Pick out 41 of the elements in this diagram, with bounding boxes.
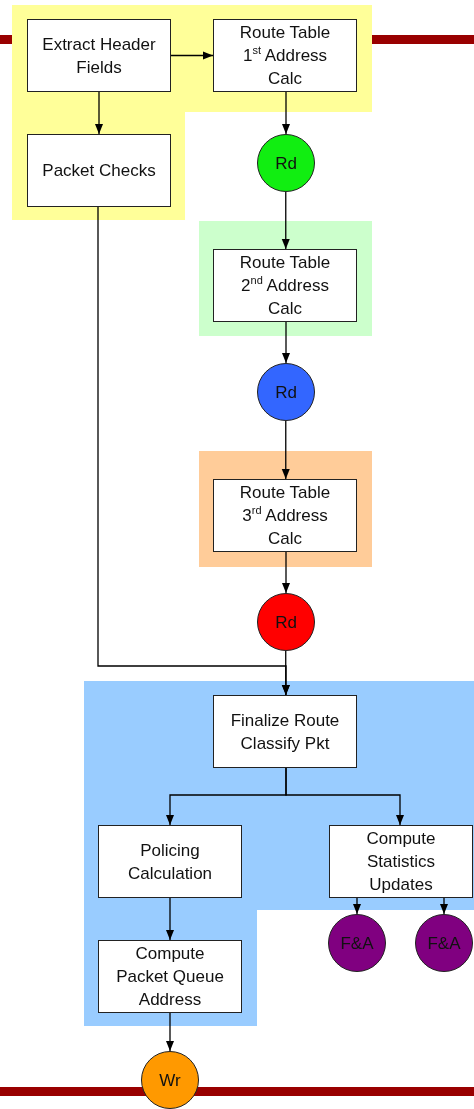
arrow bbox=[166, 1012, 174, 1052]
arrow bbox=[97, 206, 290, 696]
node-label: Packet Checks bbox=[42, 160, 156, 182]
arrow bbox=[166, 897, 174, 941]
node-label: Route Table 2$^{nd}$ Address Calc bbox=[238, 252, 332, 320]
process-box bbox=[27, 134, 171, 207]
arrow bbox=[170, 51, 214, 60]
process-box bbox=[213, 19, 357, 92]
arrow bbox=[281, 420, 290, 480]
node-label: Finalize Route Classify Pkt bbox=[229, 709, 341, 755]
arrow bbox=[440, 897, 448, 915]
highlight-region bbox=[12, 5, 372, 220]
node-label: F&A bbox=[427, 932, 461, 955]
process-box bbox=[213, 479, 357, 552]
node-label: Extract Header Fields bbox=[41, 33, 157, 79]
arrow bbox=[282, 551, 290, 594]
highlight-region bbox=[84, 681, 474, 1026]
node-label: Rd bbox=[275, 152, 297, 175]
node-label: Rd bbox=[275, 611, 297, 634]
node-label: Compute Statistics Updates bbox=[365, 828, 437, 896]
arrow bbox=[353, 897, 361, 915]
node-label: Route Table 1$^{st}$ Address Calc bbox=[238, 22, 332, 90]
highlight-region bbox=[199, 451, 372, 567]
process-box bbox=[329, 825, 473, 898]
process-box bbox=[213, 695, 357, 768]
process-box bbox=[98, 940, 242, 1013]
node-label: Rd bbox=[275, 381, 297, 404]
node-label: Compute Packet Queue Address bbox=[115, 943, 225, 1011]
arrow bbox=[285, 767, 404, 826]
arrow bbox=[282, 321, 290, 364]
node-label: Wr bbox=[159, 1069, 181, 1092]
process-box bbox=[213, 249, 357, 322]
arrow bbox=[281, 191, 290, 250]
process-box bbox=[27, 19, 171, 92]
node-label: Policing Calculation bbox=[126, 839, 214, 885]
node-label: Route Table 3$^{rd}$ Address Calc bbox=[238, 482, 332, 550]
arrow bbox=[282, 91, 290, 135]
highlight-region bbox=[199, 221, 372, 336]
node-label: F&A bbox=[340, 932, 374, 955]
process-box bbox=[98, 825, 242, 898]
arrow bbox=[95, 91, 103, 135]
